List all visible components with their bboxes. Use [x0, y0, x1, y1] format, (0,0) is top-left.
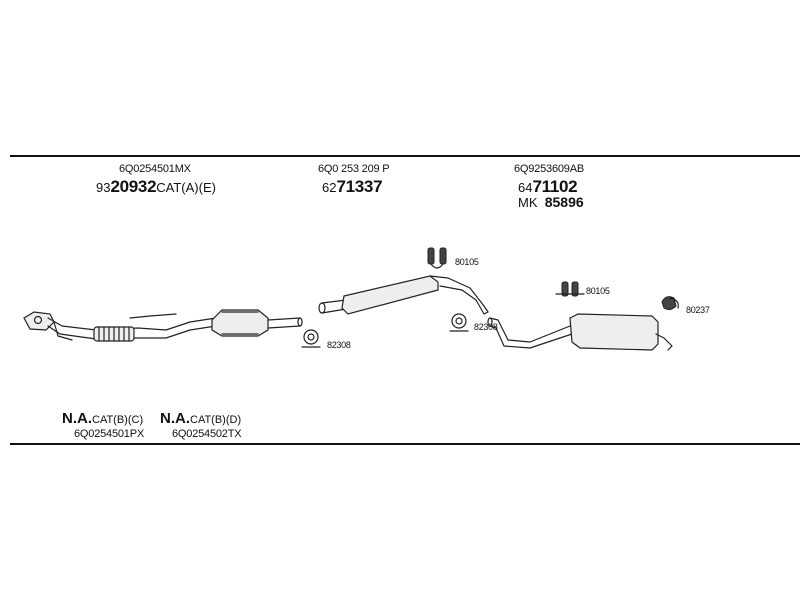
- bottom-rule: [10, 443, 800, 445]
- rear-silencer-icon: [487, 313, 673, 351]
- note-oe-2: 6Q0254502TX: [172, 428, 242, 440]
- part-number-mounting-kit: MK 85896: [518, 194, 584, 210]
- part-number-middle-silencer: 6271337: [322, 177, 383, 196]
- note-not-available-2: N.A.CAT(B)(D): [160, 410, 242, 427]
- label-hanger-far: 80237: [686, 305, 710, 315]
- note-not-available-1: N.A.CAT(B)(C): [62, 410, 144, 427]
- note-oe-1: 6Q0254501PX: [74, 428, 144, 440]
- label-hanger-right: 80105: [586, 286, 610, 296]
- rubber-hanger-icon: [661, 296, 679, 311]
- oe-number-middle-silencer: 6Q0 253 209 P: [318, 163, 390, 175]
- label-clamp-left: 82308: [327, 340, 351, 350]
- catalytic-converter-icon: [211, 309, 303, 337]
- part-number-rear-silencer: 6471102: [518, 177, 578, 196]
- label-clamp-mid: 82308: [474, 322, 498, 332]
- clamp-icon: [449, 313, 469, 332]
- top-rule: [10, 155, 800, 157]
- oe-number-rear-silencer: 6Q9253609AB: [514, 163, 584, 175]
- part-number-catalyst: 9320932CAT(A)(E): [96, 177, 216, 196]
- rubber-hanger-icon: [555, 281, 585, 297]
- oe-number-catalyst: 6Q0254501MX: [119, 163, 191, 175]
- label-hanger-mid: 80105: [455, 257, 479, 267]
- rubber-hanger-icon: [427, 247, 447, 269]
- middle-silencer-icon: [318, 275, 489, 315]
- clamp-icon: [301, 329, 321, 348]
- front-pipe-icon: [47, 313, 217, 342]
